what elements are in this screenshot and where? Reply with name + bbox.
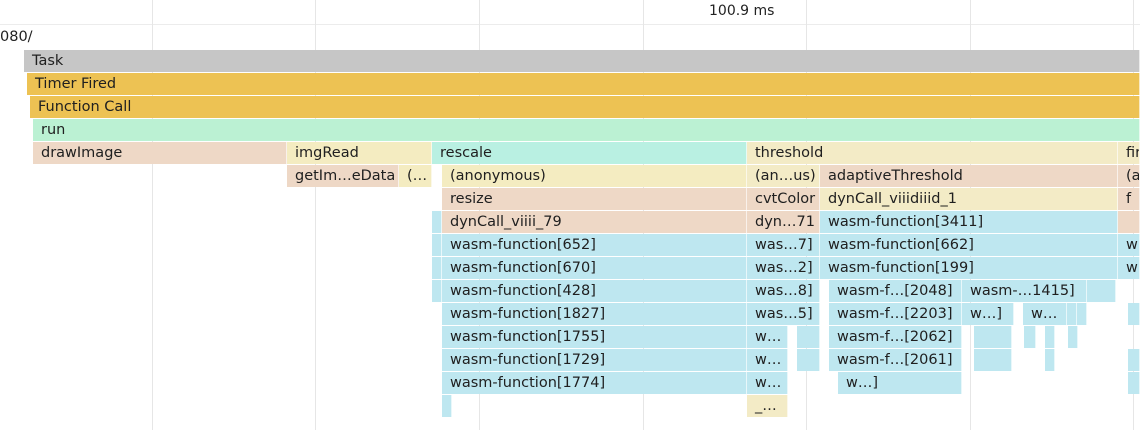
flame-frame[interactable]: was…2] [747, 257, 820, 279]
flame-frame[interactable]: _… [747, 395, 788, 417]
flame-frame[interactable]: wasm-f…[2062] [829, 326, 962, 348]
flame-frame[interactable]: cvtColor [747, 188, 820, 210]
url-fragment-label: 080/ [0, 29, 33, 45]
flame-frame[interactable]: run [33, 119, 1140, 141]
flame-frame[interactable]: wasm-function[652] [442, 234, 747, 256]
flame-frame[interactable] [442, 395, 452, 417]
flame-frame[interactable] [974, 326, 1012, 348]
flame-frame[interactable] [1045, 326, 1055, 348]
flame-frame[interactable]: w… [747, 326, 788, 348]
flame-frame[interactable] [432, 211, 442, 233]
flame-frame[interactable] [1024, 326, 1036, 348]
flame-frame[interactable]: threshold [747, 142, 1118, 164]
flame-frame[interactable]: getIm…eData [287, 165, 399, 187]
flame-frame[interactable]: wasm-function[199] [820, 257, 1118, 279]
flame-frame[interactable]: wasm-function[662] [820, 234, 1118, 256]
flame-frame[interactable]: dyn…71 [747, 211, 820, 233]
flame-frame[interactable]: wasm-f…[2048] [829, 280, 962, 302]
flame-frame[interactable]: adaptiveThreshold [820, 165, 1118, 187]
flame-frame[interactable]: w… [747, 372, 788, 394]
flame-frame[interactable]: wasm-f…[2203] [829, 303, 962, 325]
flame-frame[interactable]: wasm-function[1774] [442, 372, 747, 394]
flame-frame[interactable]: wasm-…1415] [962, 280, 1087, 302]
flame-frame[interactable] [1128, 303, 1140, 325]
flame-frame[interactable]: wasm-function[3411] [820, 211, 1118, 233]
flame-frame[interactable]: Function Call [30, 96, 1140, 118]
flame-frame[interactable] [1118, 211, 1140, 233]
flame-frame[interactable]: Task [24, 50, 1140, 72]
flame-frame[interactable]: wasm-function[1729] [442, 349, 747, 371]
time-marker-label: 100.9 ms [709, 3, 775, 19]
flame-frame[interactable] [1067, 303, 1077, 325]
flame-frame[interactable]: (… [399, 165, 432, 187]
flame-frame[interactable]: (an [1118, 165, 1140, 187]
flame-frame[interactable]: f [1118, 188, 1140, 210]
flame-frame[interactable] [1087, 280, 1116, 302]
flame-frame[interactable]: was…8] [747, 280, 820, 302]
flame-frame[interactable] [797, 349, 820, 371]
flame-frame[interactable]: (anonymous) [442, 165, 747, 187]
flame-frame[interactable]: wasm-function[670] [442, 257, 747, 279]
flame-frame[interactable]: (an…us) [747, 165, 820, 187]
flame-frame[interactable]: w [1118, 234, 1140, 256]
flame-frame[interactable]: was…7] [747, 234, 820, 256]
flame-frame[interactable]: w… [1023, 303, 1067, 325]
flame-frame[interactable]: was…5] [747, 303, 820, 325]
flame-frame[interactable]: w [1118, 257, 1140, 279]
flame-frame[interactable] [797, 326, 820, 348]
flame-frame[interactable]: dynCall_viiii_79 [442, 211, 747, 233]
flame-frame[interactable]: dynCall_viiidiiid_1 [820, 188, 1118, 210]
flame-frame[interactable]: w…] [962, 303, 1014, 325]
flame-frame[interactable]: w…] [838, 372, 962, 394]
flame-frame[interactable]: wasm-function[1827] [442, 303, 747, 325]
flame-frame[interactable]: w… [747, 349, 788, 371]
flame-frame[interactable]: wasm-function[428] [442, 280, 747, 302]
flame-frame[interactable] [1077, 303, 1087, 325]
flame-frame[interactable] [1128, 349, 1140, 371]
flame-frame[interactable] [1068, 326, 1078, 348]
flame-frame[interactable]: resize [442, 188, 747, 210]
flame-frame[interactable] [432, 257, 442, 279]
flame-frame[interactable]: drawImage [33, 142, 287, 164]
flame-frame[interactable]: wasm-function[1755] [442, 326, 747, 348]
gridline [315, 0, 316, 430]
flame-frame[interactable] [1128, 372, 1140, 394]
flame-frame[interactable] [432, 280, 442, 302]
flame-frame[interactable] [974, 349, 1012, 371]
flame-frame[interactable]: fir [1118, 142, 1140, 164]
flame-frame[interactable]: imgRead [287, 142, 432, 164]
flame-frame[interactable]: rescale [432, 142, 747, 164]
flame-frame[interactable]: wasm-f…[2061] [829, 349, 962, 371]
gridline [152, 0, 153, 430]
timeline-ruler [0, 0, 1140, 25]
flame-frame[interactable]: Timer Fired [27, 73, 1140, 95]
flame-frame[interactable] [432, 234, 442, 256]
flame-frame[interactable] [1045, 349, 1055, 371]
